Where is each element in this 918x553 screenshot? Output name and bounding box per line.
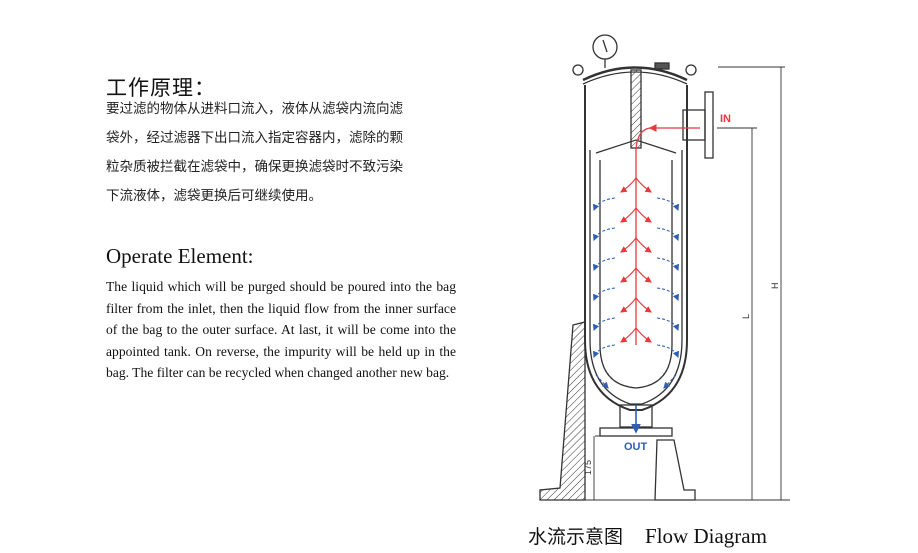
principle-line: 粒杂质被拦截在滤袋中，确保更换滤袋时不致污染 [106,159,403,175]
principle-title: 工作原理： [106,76,216,101]
dimension-175: 175 [583,460,593,475]
operate-text: The liquid which will be purged should b… [106,279,456,380]
principle-text: 要过滤的物体从进料口流入，液体从滤袋内流向滤 袋外，经过滤器下出口流入指定容器内… [106,95,466,211]
operate-title: Operate Element: [106,244,254,268]
inlet-label: IN [720,113,731,125]
left-support [539,321,586,501]
dimension-l: L [741,314,751,319]
eyebolt-left [572,64,584,76]
principle-line: 要过滤的物体从进料口流入，液体从滤袋内流向滤 [106,101,403,117]
eyebolt-right [685,64,697,76]
dimension-h: H [770,283,780,290]
lid [582,66,688,82]
principle-line: 袋外，经过滤器下出口流入指定容器内，滤除的颗 [106,130,403,146]
outlet-label: OUT [624,441,648,453]
caption-zh: 水流示意图 [528,526,624,548]
right-support [654,439,696,501]
filter-bag [599,160,673,389]
caption-en: Flow Diagram [645,524,767,548]
diagram-caption: 水流示意图 Flow Diagram [528,522,767,549]
principle-line: 下流液体，滤袋更换后可继续使用。 [106,188,322,204]
